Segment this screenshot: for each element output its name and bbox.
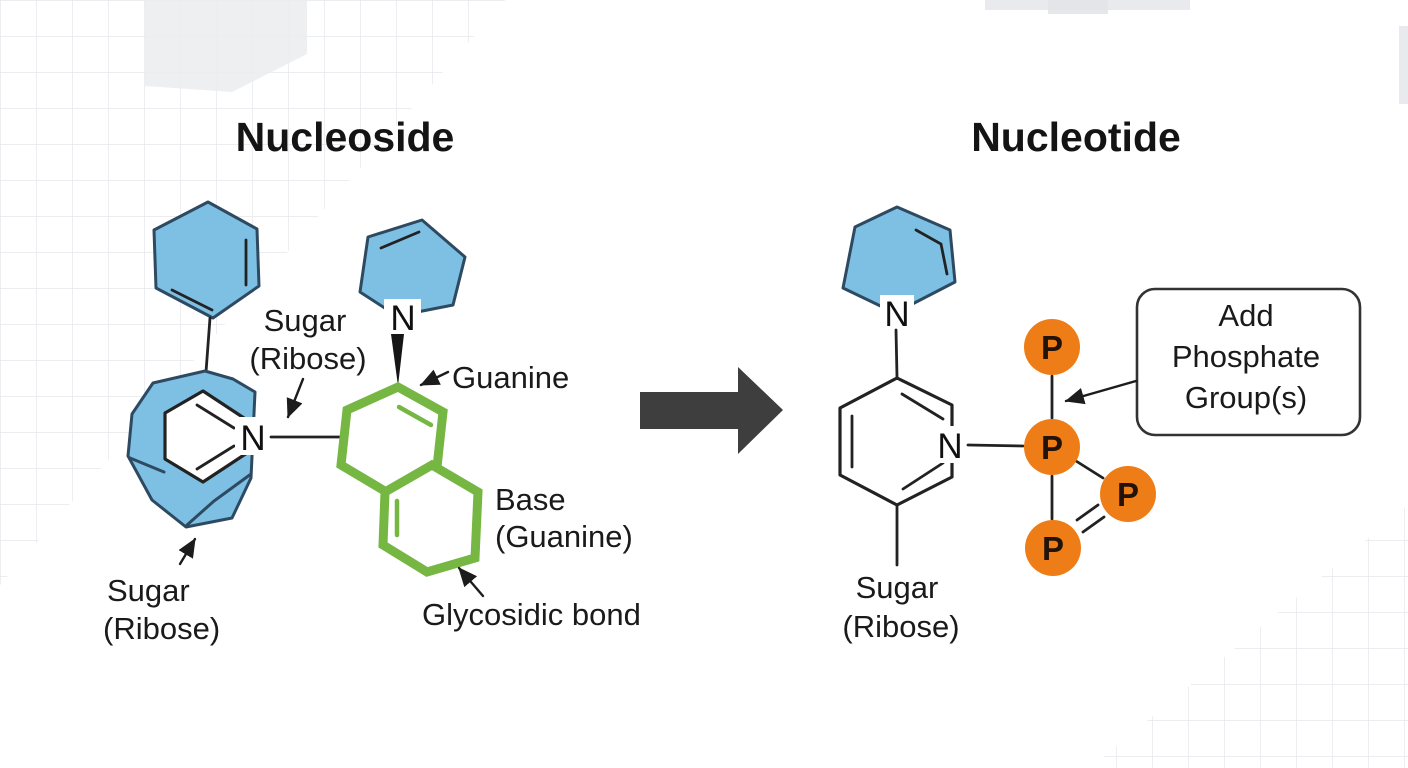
sugar-ribose-bottom-label-line2: (Ribose) [103,611,220,646]
right-edge-wash [1399,26,1408,104]
add-phosphate-callout-box [1135,287,1362,437]
callout-line3: Group(s) [1185,380,1307,415]
ring-nitrogen-label: N [240,419,265,458]
sugar-ribose-bottom-label-line1: Sugar [107,573,190,608]
double-bond [195,444,236,471]
guanine-hexagon-lower [378,459,483,577]
callout-line1: Add [1218,298,1273,333]
sugar-ribose-label-line1: Sugar [856,570,939,605]
glycosidic-bond-label: Glycosidic bond [422,597,641,632]
phosphorus-label: P [1042,530,1064,567]
callout-line2: Phosphate [1172,339,1320,374]
sugar-ribose-label-line2: (Ribose) [842,609,959,644]
phosphate-group-middle: P [1024,419,1080,475]
corner-wash [145,0,307,92]
top-edge-wash-dark [1048,0,1108,14]
phosphorus-label: P [1041,329,1063,366]
base-label-line1: Base [495,482,566,517]
callout-arrow [1064,379,1138,405]
glycosidic-arrow [457,566,485,598]
phosphate-circle [1025,520,1081,576]
ribose-fold-line [128,456,166,474]
sugar-hexagon-top-left [152,200,261,320]
atom-label-backing [880,295,914,331]
double-bond [379,230,421,250]
atom-label-backing [235,417,271,455]
phosphate-bond [1074,459,1105,480]
phosphorus-label: P [1041,429,1063,466]
base-nitrogen-label: N [390,299,415,338]
connector-bond [894,328,899,379]
ring-nitrogen-label: N [937,427,962,466]
nucleoside-title: Nucleoside [236,114,455,160]
double-bond [170,288,214,312]
sugar-bottom-arrow [178,537,197,566]
double-bond [901,461,945,491]
sugar-top-arrow [286,377,305,419]
nucleotide-panel: Nucleotide N N Sugar (Ribose) P P [838,114,1362,644]
top-nitrogen-label: N [884,295,909,334]
phosphate-circle [1100,466,1156,522]
phosphate-group-top: P [1024,319,1080,375]
phosphate-group-bottom: P [1025,520,1081,576]
connector-bond [204,316,212,374]
wedge-bond [391,334,404,386]
double-bond [396,404,434,428]
phosphate-circle [1024,319,1080,375]
transform-arrow [640,367,783,454]
nucleoside-panel: Nucleoside N N Sugar (Ribose) Gu [103,114,641,646]
phosphate-double-bond [1081,515,1106,534]
sugar-ribose-top-label-line2: (Ribose) [249,341,366,376]
guanine-arrow [419,369,450,387]
double-bond [195,403,236,430]
phosphate-group-right: P [1100,466,1156,522]
phosphate-circle [1024,419,1080,475]
phosphate-double-bond [1075,503,1100,522]
nucleotide-title: Nucleotide [971,114,1181,160]
atom-label-backing [932,426,968,463]
double-bond [914,228,949,276]
ribose-fold-line [185,472,253,527]
double-bond [900,392,945,421]
base-label-line2: (Guanine) [495,519,633,554]
n-phosphate-bond [966,443,1025,448]
sugar-ribose-top-label-line1: Sugar [264,303,347,338]
phosphorus-label: P [1117,476,1139,513]
atom-label-backing [384,299,421,335]
guanine-label: Guanine [452,360,569,395]
